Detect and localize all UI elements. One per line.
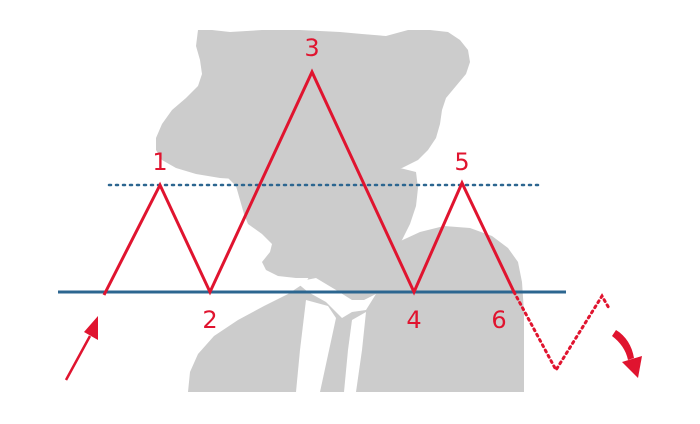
lapel-gap	[344, 312, 366, 392]
entry-arrow-head	[84, 316, 98, 340]
silhouette-figure	[156, 30, 524, 392]
breakdown-dotted-line	[512, 290, 612, 373]
point-label-1: 1	[152, 148, 167, 176]
point-label-2: 2	[202, 306, 217, 334]
entry-arrow	[64, 316, 98, 381]
point-label-5: 5	[454, 148, 469, 176]
pattern-price-line	[102, 68, 516, 296]
down-arrow-icon	[612, 330, 642, 378]
point-label-4: 4	[406, 306, 421, 334]
silhouette-hat	[156, 30, 470, 180]
down-arrow-head	[622, 356, 642, 378]
point-label-6: 6	[491, 306, 506, 334]
down-arrow-body	[612, 330, 634, 360]
silhouette-shirt	[296, 278, 376, 392]
entry-arrow-shaft	[64, 335, 92, 381]
shirt-collar	[296, 278, 376, 318]
point-label-3: 3	[304, 34, 319, 62]
shirt-front	[296, 300, 336, 392]
